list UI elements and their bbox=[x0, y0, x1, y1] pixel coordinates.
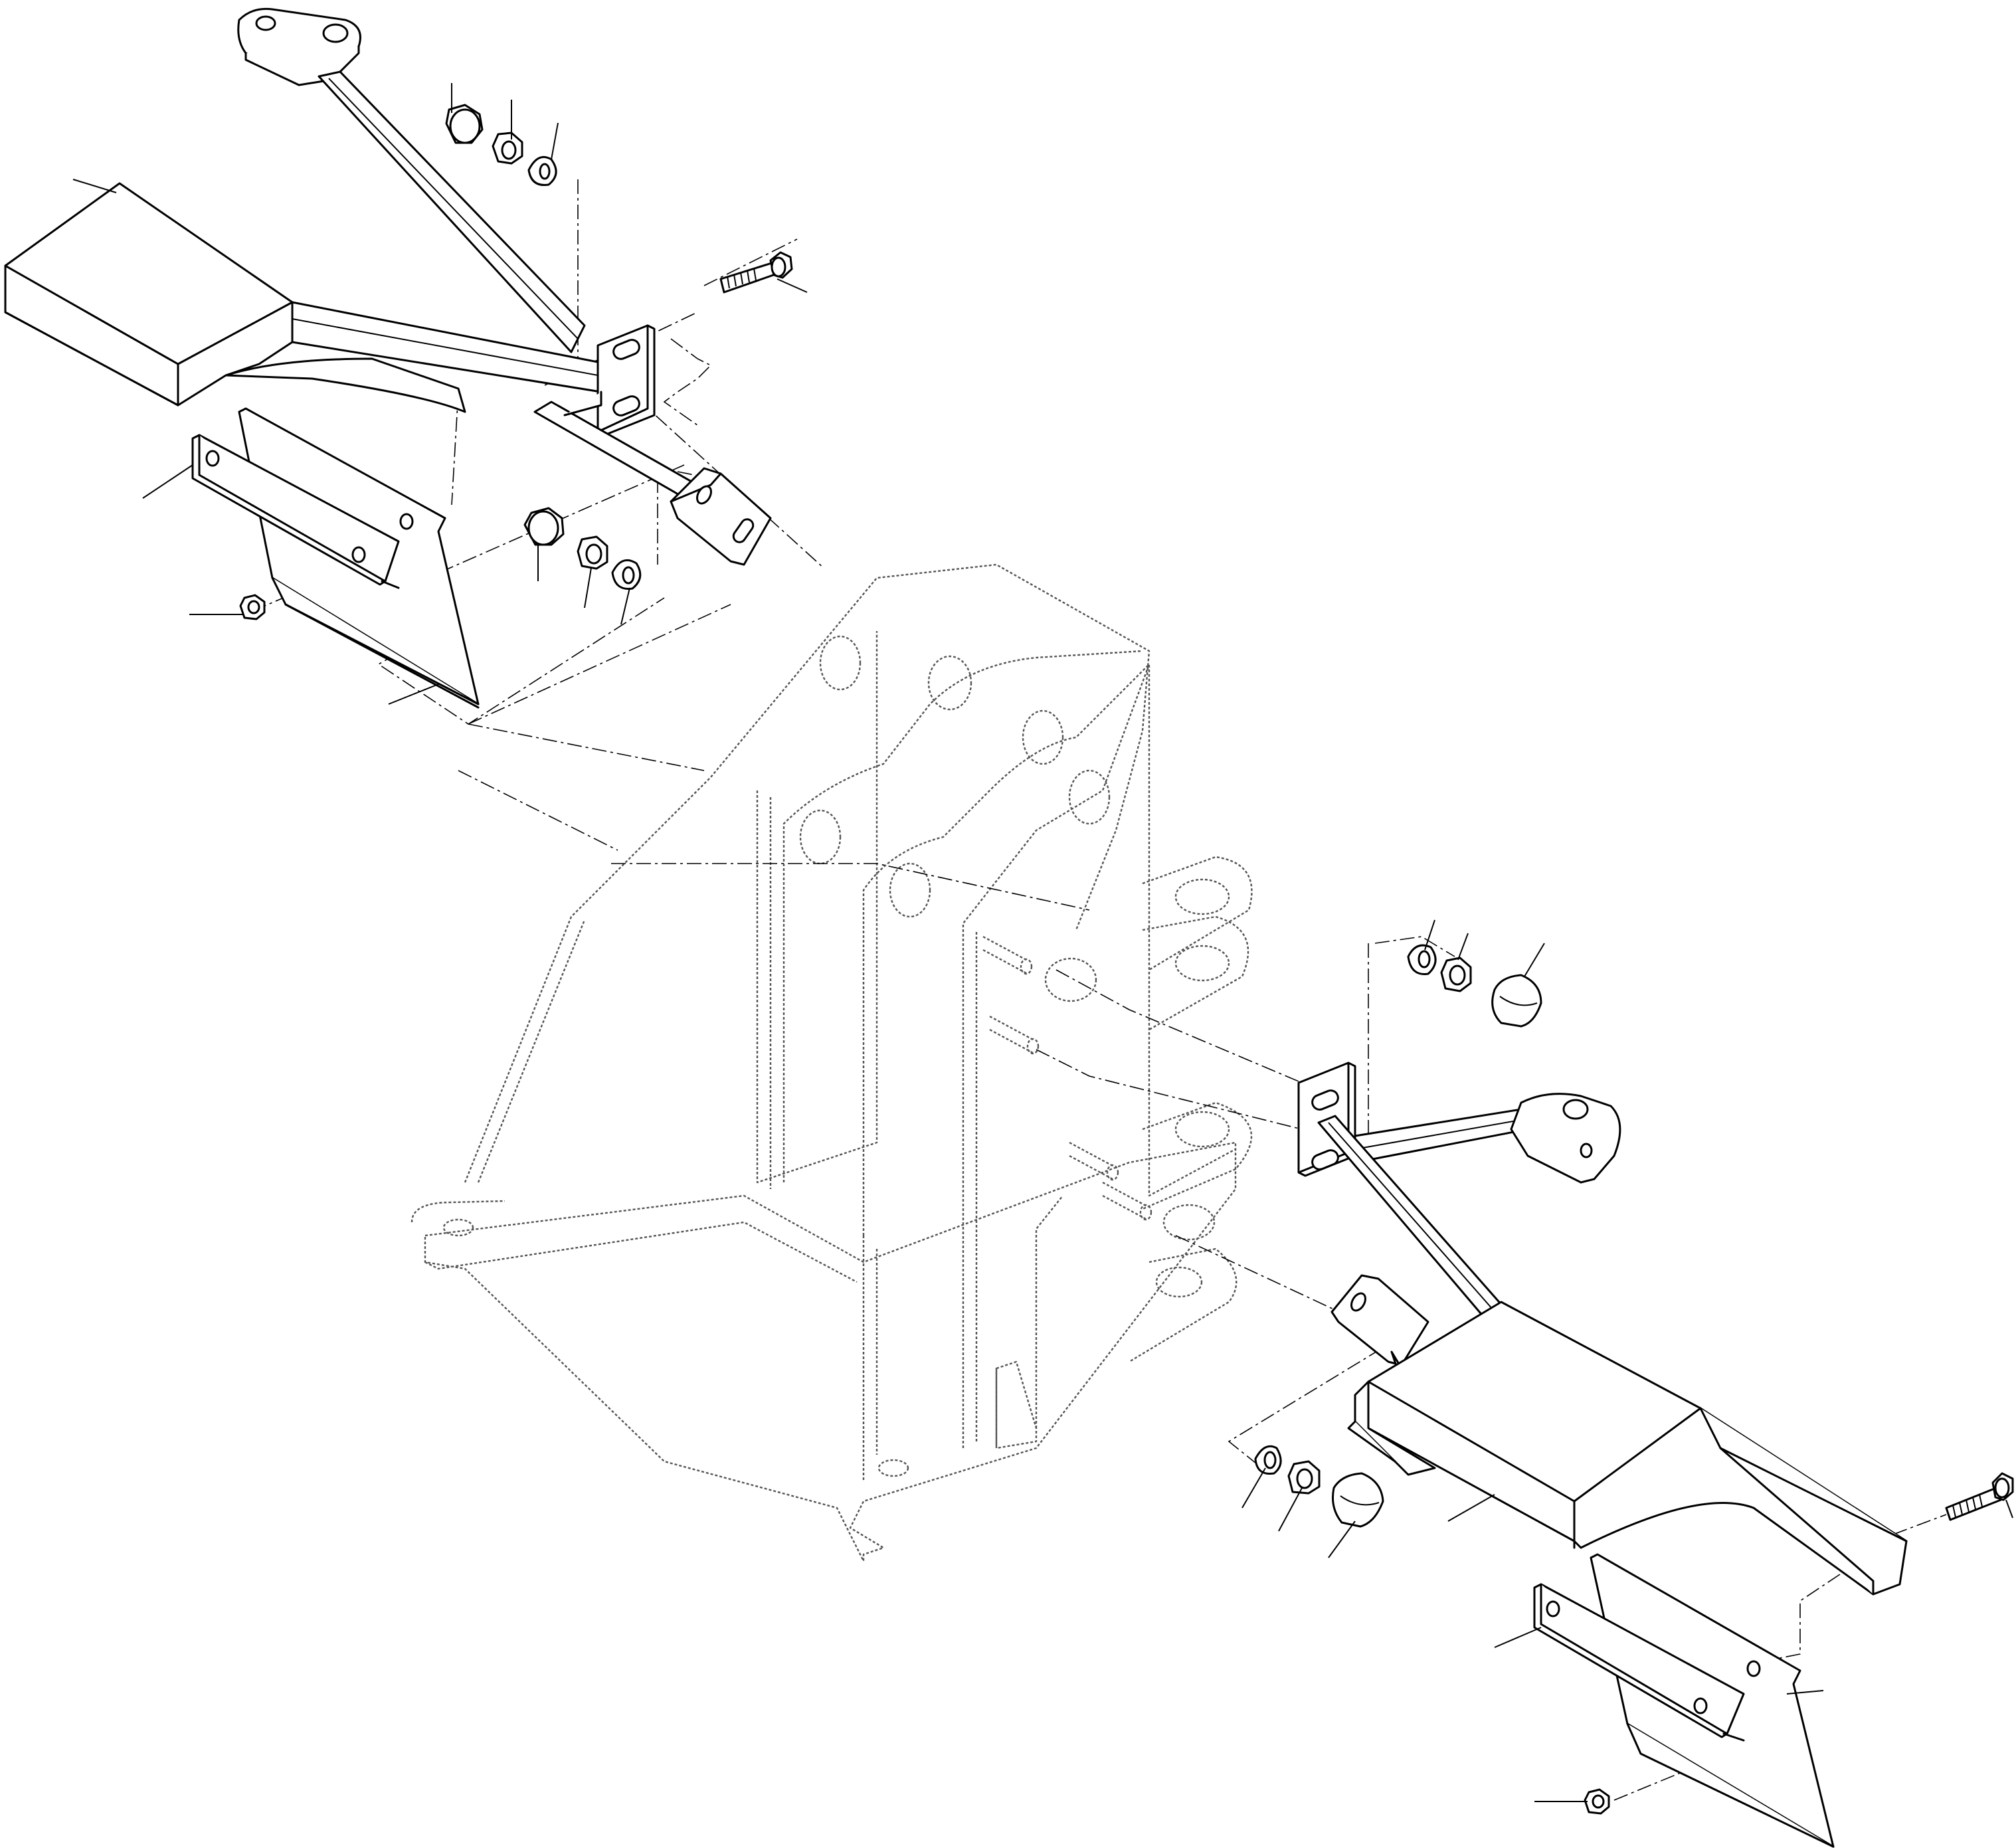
arm-curved-underside bbox=[225, 357, 466, 413]
assembly-centerlines bbox=[252, 179, 1947, 1801]
acorn-nut-bottom bbox=[1332, 1472, 1384, 1528]
plate-hole-1 bbox=[255, 15, 276, 31]
diagonal-strut bbox=[318, 70, 586, 353]
lower-right-bracket-assembly bbox=[1254, 944, 2014, 1848]
angled-bracket-right bbox=[1330, 1274, 1429, 1366]
right-horizontal-strut bbox=[1354, 1108, 1529, 1164]
plate-hole-2 bbox=[322, 23, 349, 43]
angled-bracket-top bbox=[670, 467, 772, 566]
acorn-nut-right bbox=[1491, 974, 1542, 1028]
main-frame-ghost bbox=[411, 563, 1253, 1562]
leader-lines bbox=[72, 83, 2013, 1802]
right-mounting-plate bbox=[1510, 1093, 1621, 1184]
upper-left-bracket-assembly bbox=[4, 7, 793, 709]
